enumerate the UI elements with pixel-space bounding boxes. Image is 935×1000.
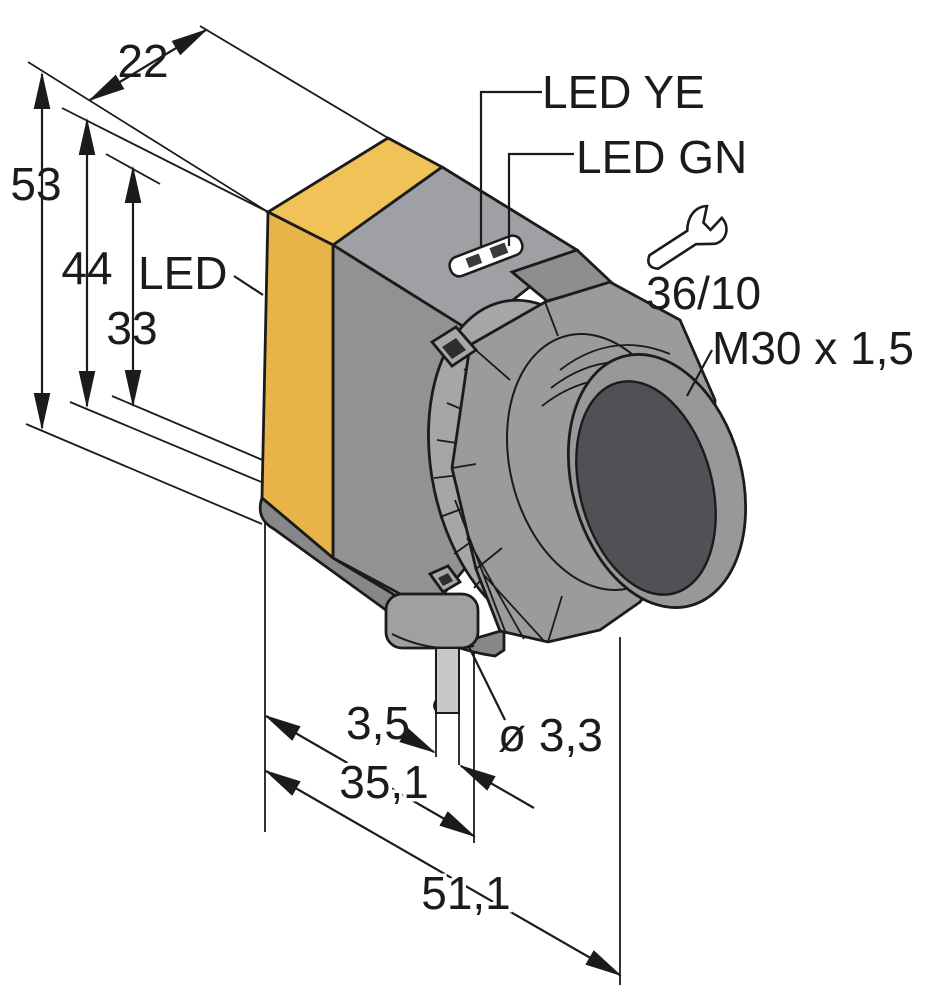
dim-label-hole: ø 3,3 — [498, 709, 603, 761]
connector-curve — [391, 633, 475, 650]
label-led: LED — [138, 247, 227, 299]
led-leader — [233, 275, 264, 296]
dim-label-22: 22 — [117, 35, 168, 87]
label-led-gn: LED GN — [576, 131, 747, 183]
dim-label-44: 44 — [61, 242, 112, 294]
label-led-ye: LED YE — [542, 66, 705, 118]
connector-stub — [384, 592, 480, 650]
led-window — [448, 234, 524, 278]
led-green-indicator — [489, 242, 509, 259]
led-ye-leader — [479, 90, 542, 246]
connector-pin — [433, 647, 460, 714]
lens-face — [575, 380, 717, 596]
led-gn-leader — [507, 152, 574, 246]
nut-facet-edges — [451, 301, 563, 643]
mounting-tab-top — [429, 325, 479, 368]
mounting-tab-bottom — [427, 564, 463, 594]
label-thread: M30 x 1,5 — [712, 322, 914, 374]
label-wrench-size: 36/10 — [646, 267, 761, 319]
hole-leader — [468, 646, 506, 721]
dim-label-33: 33 — [106, 302, 157, 354]
sensor-housing — [258, 136, 615, 658]
dimension-lines — [33, 28, 622, 977]
dim-label-35-1: 35,1 — [339, 756, 429, 808]
dim-label-51-1: 51,1 — [421, 867, 511, 919]
leader-lines — [233, 90, 713, 721]
lens-barrel — [541, 344, 748, 609]
dim-label-3-5: 3,5 — [346, 697, 410, 749]
wrench-icon — [647, 204, 728, 270]
thread-leader — [686, 349, 713, 397]
led-yellow-indicator — [465, 253, 483, 268]
dim-label-53: 53 — [10, 158, 61, 210]
